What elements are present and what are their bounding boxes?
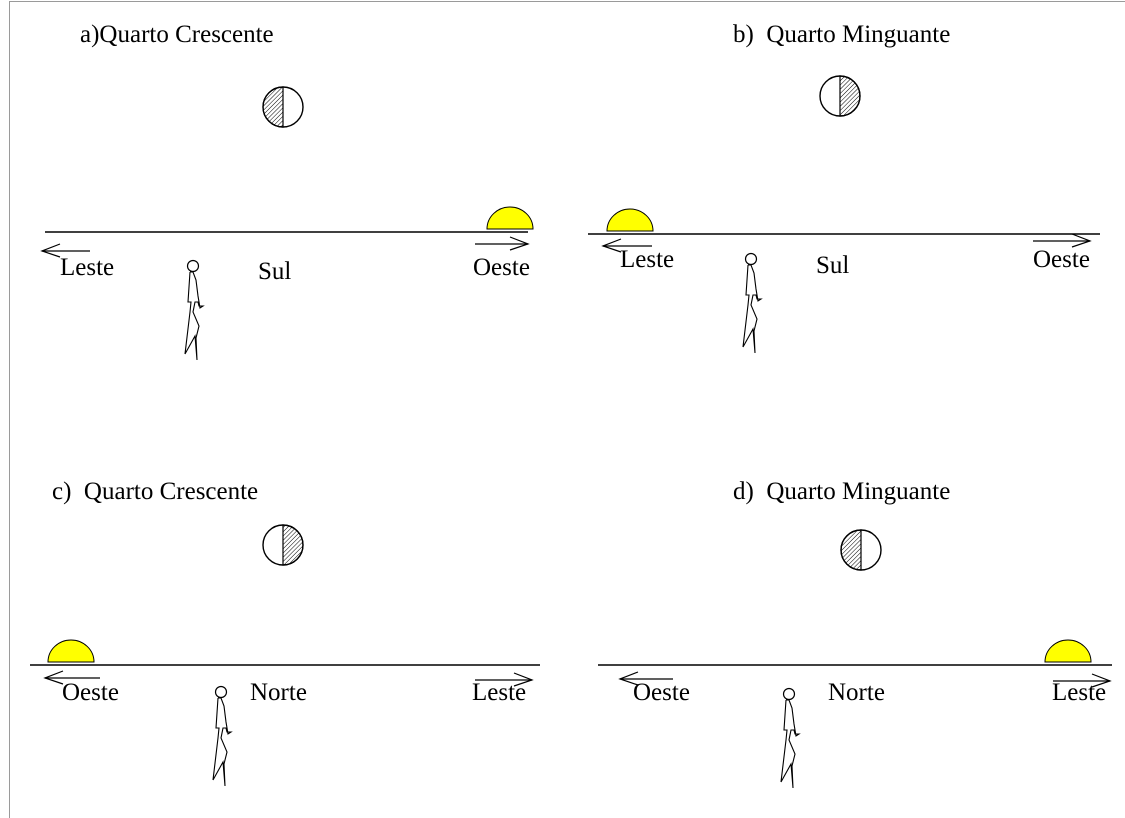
frame-border-left	[9, 1, 10, 818]
direction-label-left: Leste	[620, 246, 674, 273]
direction-label-left: Leste	[60, 254, 114, 281]
direction-label-center: Sul	[258, 258, 291, 285]
panel-title: c) Quarto Crescente	[52, 478, 258, 505]
direction-label-right: Oeste	[473, 254, 530, 281]
person-icon	[184, 259, 205, 361]
panel-title: d) Quarto Minguante	[733, 478, 950, 505]
panel-title: a)Quarto Crescente	[80, 21, 274, 48]
arrow-right-icon	[475, 236, 530, 251]
arrow-left-icon	[601, 238, 652, 253]
panel-title: b) Quarto Minguante	[733, 21, 950, 48]
direction-label-left: Oeste	[62, 679, 119, 706]
direction-label-right: Leste	[472, 679, 526, 706]
direction-label-center: Norte	[250, 679, 307, 706]
arrow-right-icon	[475, 672, 534, 687]
person-icon	[212, 685, 233, 787]
panel-d: d) Quarto Minguante Oeste Norte Leste	[598, 478, 1112, 789]
moon-icon	[840, 529, 882, 571]
sun-icon	[1044, 639, 1092, 663]
direction-label-right: Oeste	[1033, 246, 1090, 273]
person-icon	[742, 252, 763, 354]
arrow-right-icon	[1053, 673, 1112, 688]
sun-icon	[486, 206, 534, 230]
sun-icon	[47, 639, 95, 663]
arrow-left-icon	[43, 670, 100, 685]
direction-label-center: Sul	[816, 252, 849, 279]
panel-b: b) Quarto Minguante Leste Sul Oeste	[588, 21, 1100, 354]
person-icon	[780, 687, 801, 789]
moon-icon	[262, 86, 304, 128]
moon-icon	[819, 75, 861, 117]
arrow-right-icon	[1033, 233, 1092, 248]
direction-label-center: Norte	[828, 679, 885, 706]
frame-border-top	[9, 1, 1125, 2]
panel-c: c) Quarto Crescente Oeste Norte Leste	[30, 478, 540, 787]
arrow-left-icon	[40, 243, 90, 258]
moon-icon	[262, 524, 304, 566]
direction-label-left: Oeste	[633, 679, 690, 706]
arrow-left-icon	[618, 671, 673, 686]
panel-a: a)Quarto Crescente Leste Sul Oeste	[40, 21, 534, 361]
sun-icon	[606, 208, 654, 232]
direction-label-right: Leste	[1052, 679, 1106, 706]
